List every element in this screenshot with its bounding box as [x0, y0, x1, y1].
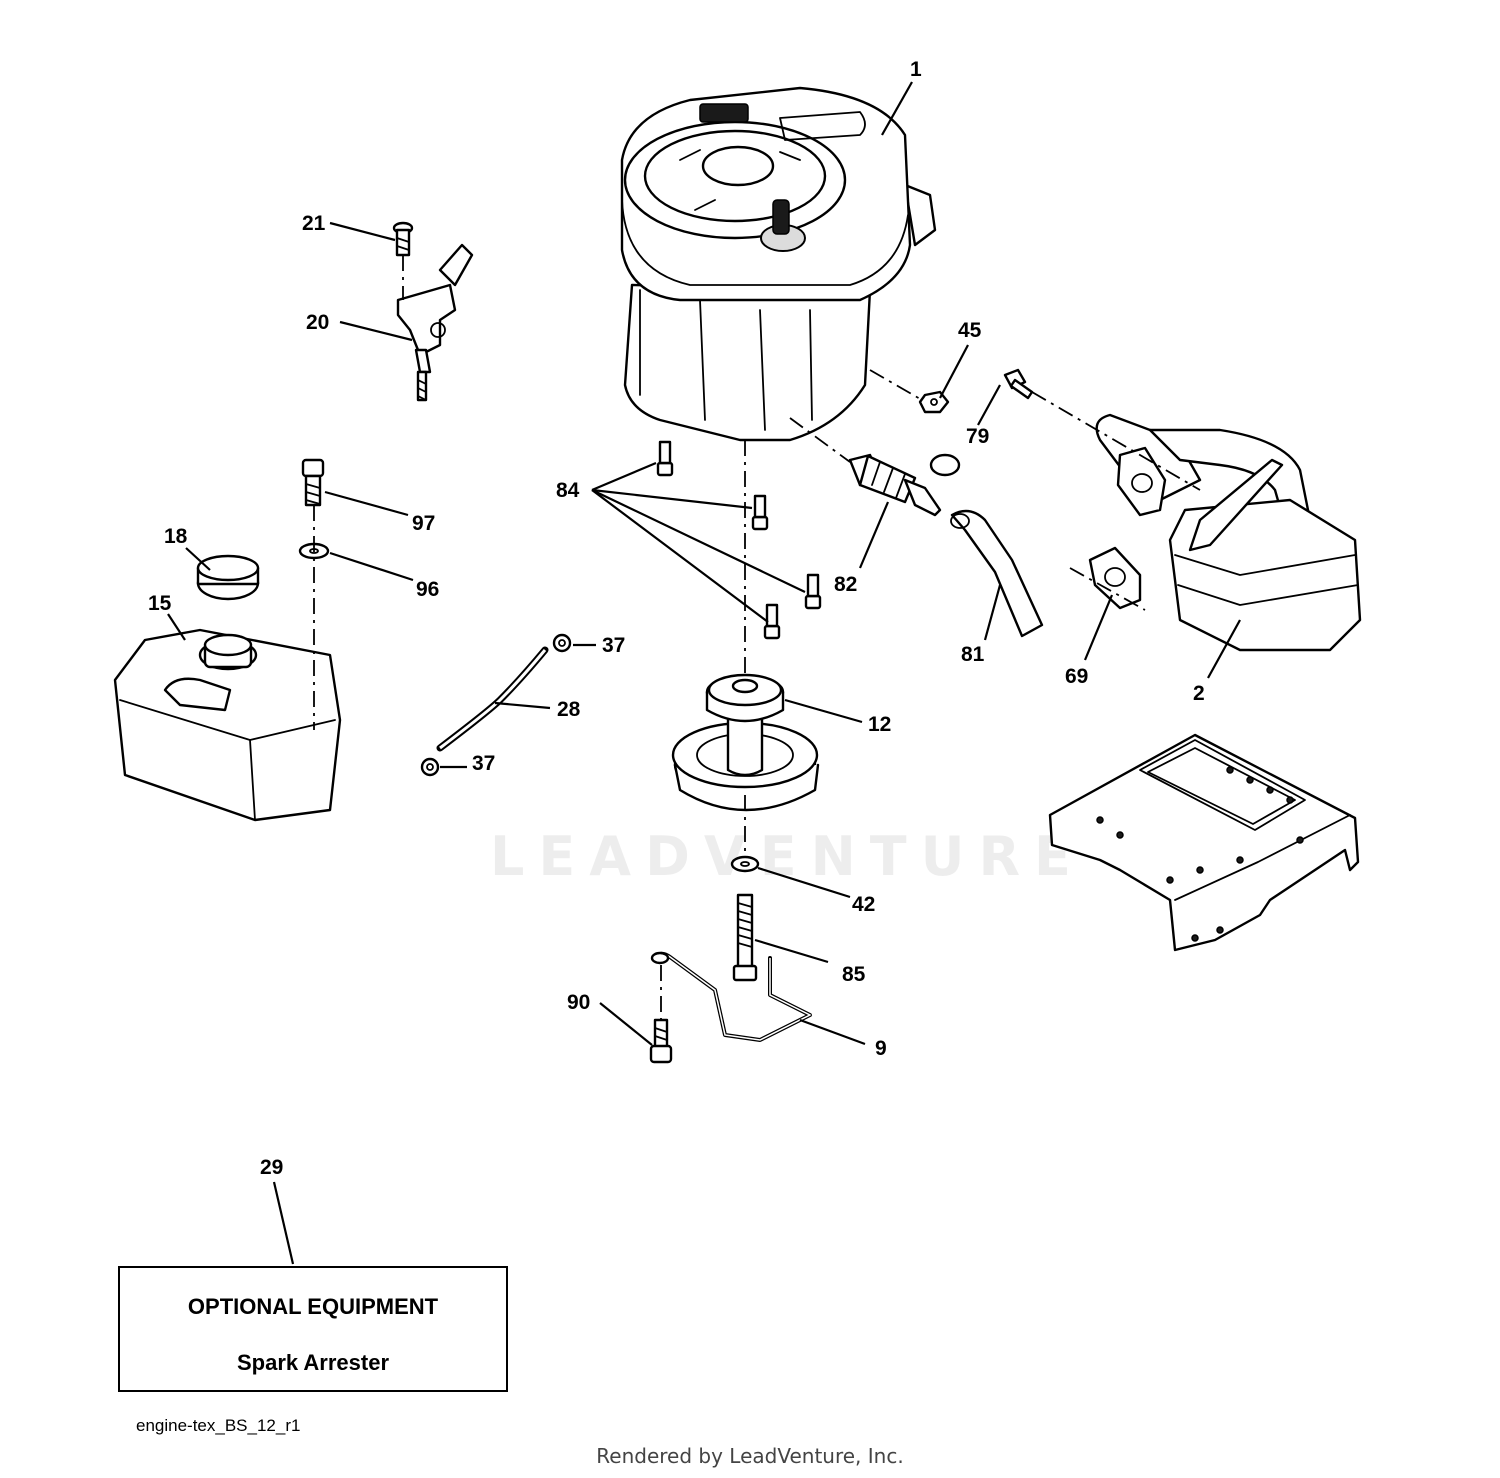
callout-69: 69	[1065, 665, 1088, 688]
oil-drain-valve	[848, 453, 961, 517]
bolt-97	[301, 458, 325, 507]
engine-mount-plate	[1048, 733, 1360, 952]
callout-84: 84	[556, 479, 580, 502]
assembly-lines	[313, 255, 1201, 1020]
nut-45	[918, 390, 950, 414]
callout-labels: 1 21 20 45 79 84 97 18 96 82 15 37 81 69…	[148, 58, 1205, 1179]
fuel-cap	[196, 554, 260, 601]
fuel-tank	[113, 628, 342, 822]
throttle-screw	[392, 221, 414, 257]
callout-37-upper: 37	[602, 634, 625, 657]
hose-clamp-lower	[420, 757, 440, 777]
bracket-9	[650, 951, 812, 1042]
drain-hose	[950, 509, 1044, 638]
callout-45: 45	[958, 319, 982, 342]
callout-42: 42	[852, 893, 875, 916]
engine	[620, 86, 937, 442]
watermark: LEADVENTURE	[490, 825, 1085, 888]
callout-20: 20	[306, 311, 329, 334]
leader-lines	[167, 81, 1241, 1265]
callout-1: 1	[910, 58, 922, 81]
rendered-by-footer: Rendered by LeadVenture, Inc.	[596, 1444, 904, 1468]
optional-equipment-box: OPTIONAL EQUIPMENT Spark Arrester	[118, 1266, 508, 1392]
bolt-85	[732, 893, 758, 982]
throttle-control	[396, 243, 474, 402]
callout-37-lower: 37	[472, 752, 495, 775]
callout-21: 21	[302, 212, 326, 235]
engine-bolts	[656, 440, 822, 640]
callout-9: 9	[875, 1037, 887, 1060]
optional-equipment-title: OPTIONAL EQUIPMENT	[187, 1294, 439, 1319]
callout-82: 82	[834, 573, 857, 596]
muffler	[1095, 413, 1362, 652]
exhaust-gasket	[1088, 546, 1142, 610]
bolt-79	[1003, 368, 1034, 400]
callout-2: 2	[1193, 682, 1205, 705]
callout-15: 15	[148, 592, 172, 615]
fuel-line	[436, 646, 549, 752]
callout-18: 18	[164, 525, 188, 548]
callout-85: 85	[842, 963, 866, 986]
bolt-90	[649, 1018, 673, 1064]
callout-90: 90	[567, 991, 590, 1014]
washer-42	[730, 855, 760, 873]
callout-81: 81	[961, 643, 985, 666]
callout-79: 79	[966, 425, 989, 448]
callout-97: 97	[412, 512, 435, 535]
callout-28: 28	[557, 698, 581, 721]
engine-pulley	[671, 673, 820, 812]
callout-29: 29	[260, 1156, 283, 1179]
callout-12: 12	[868, 713, 891, 736]
diagram-file-id: engine-tex_BS_12_r1	[136, 1416, 301, 1435]
hose-clamp-upper	[552, 633, 572, 653]
callout-96: 96	[416, 578, 439, 601]
optional-equipment-item: Spark Arrester	[236, 1350, 390, 1375]
